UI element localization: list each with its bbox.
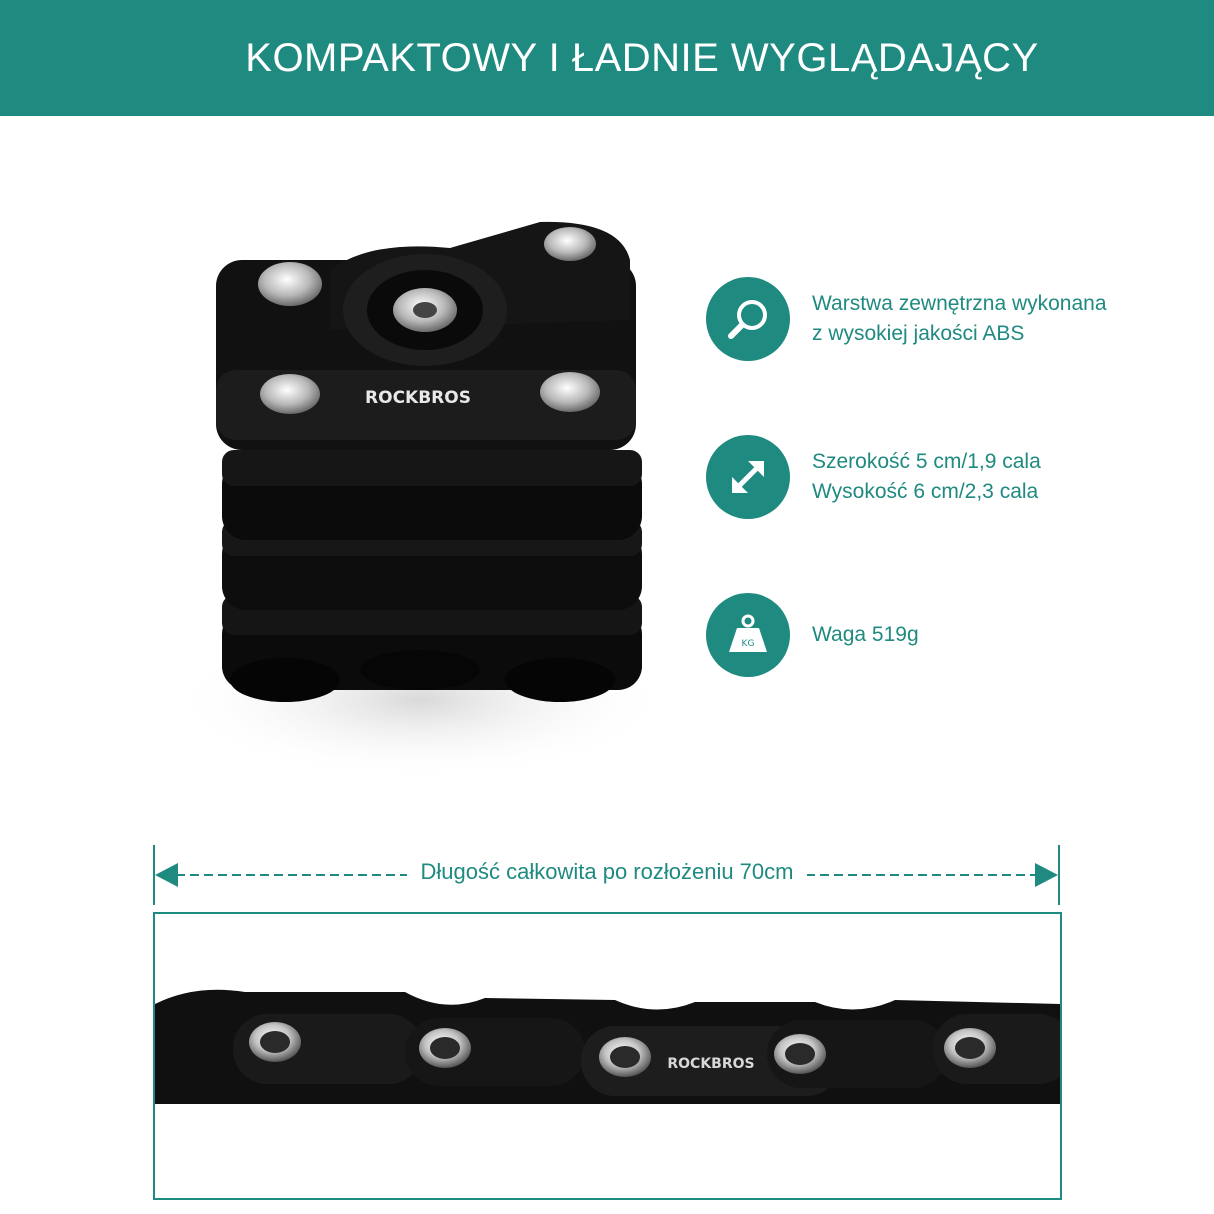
feature-dimensions-text: Szerokość 5 cm/1,9 cala Wysokość 6 cm/2,… [812,447,1041,507]
feature-line: z wysokiej jakości ABS [812,322,1025,345]
unfolded-chain-image: ROCKBROS [153,912,1062,1200]
feature-line: Waga 519g [812,623,919,646]
magnifier-icon [706,277,790,361]
feature-material: Warstwa zewnętrzna wykonana z wysokiej j… [706,277,1107,361]
length-measurement: Długość całkowita po rozłożeniu 70cm [152,845,1062,905]
feature-line: Szerokość 5 cm/1,9 cala [812,450,1041,473]
feature-dimensions: Szerokość 5 cm/1,9 cala Wysokość 6 cm/2,… [706,435,1041,519]
feature-weight-text: Waga 519g [812,620,919,650]
feature-weight: KG Waga 519g [706,593,919,677]
brand-logo: ROCKBROS [365,388,471,408]
weight-icon: KG [706,593,790,677]
feature-material-text: Warstwa zewnętrzna wykonana z wysokiej j… [812,289,1107,349]
feature-line: Wysokość 6 cm/2,3 cala [812,480,1039,503]
folded-lock-image: ROCKBROS [150,200,670,800]
weight-icon-label: KG [742,639,755,649]
feature-line: Warstwa zewnętrzna wykonana [812,292,1107,315]
arrow-left-icon [155,863,178,887]
page-title: KOMPAKTOWY I ŁADNIE WYGLĄDAJĄCY [245,35,1039,80]
diagonal-arrow-icon [706,435,790,519]
arrow-right-icon [1035,863,1058,887]
measurement-label: Długość całkowita po rozłożeniu 70cm [406,859,808,884]
header-banner: KOMPAKTOWY I ŁADNIE WYGLĄDAJĄCY [0,0,1214,116]
chain-brand-logo: ROCKBROS [667,1056,754,1072]
